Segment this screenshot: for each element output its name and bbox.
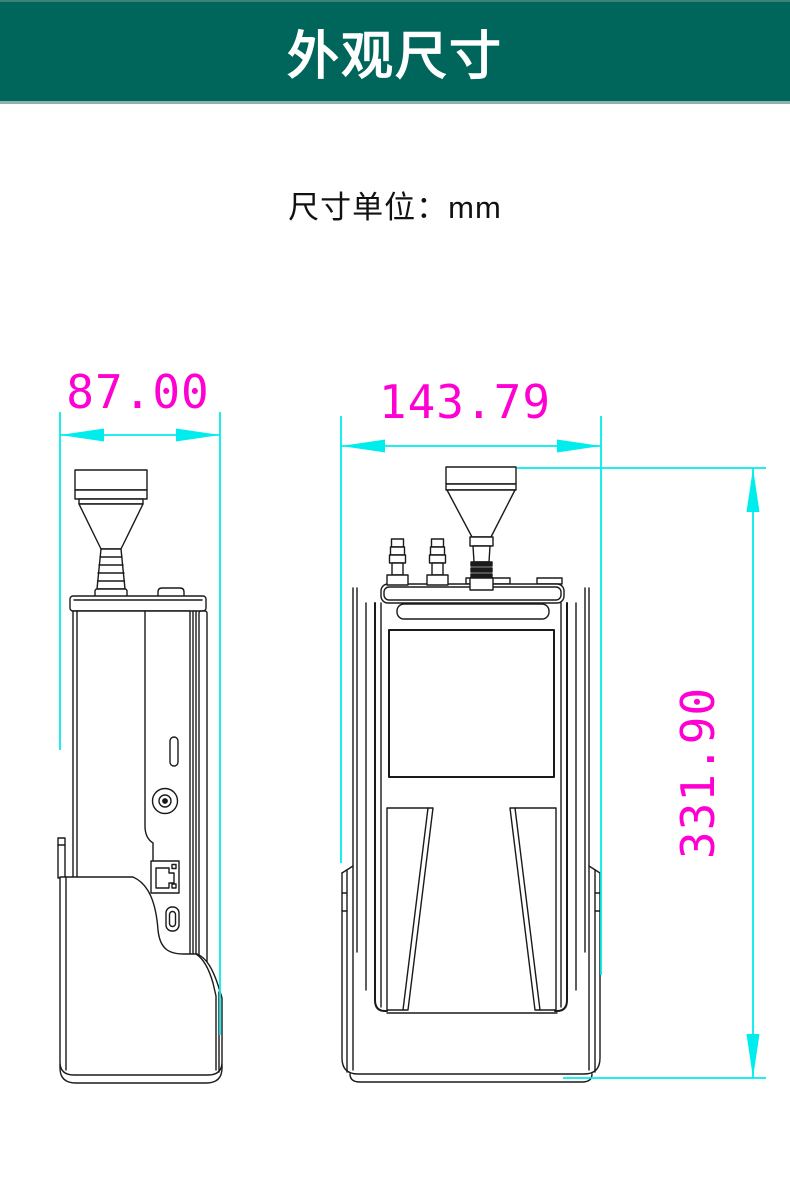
- side-funnel-inlet: [74, 469, 148, 601]
- dock-foot-line: [349, 1073, 593, 1083]
- dc-power-jack: [151, 787, 179, 815]
- side-view-drawing: [57, 469, 223, 1084]
- unit-note: 尺寸单位：mm: [288, 190, 502, 225]
- side-top-cap: [69, 587, 207, 612]
- ethernet-port: [150, 860, 180, 894]
- side-slot: [169, 736, 179, 767]
- front-funnel-inlet: [445, 466, 517, 591]
- usb-c-port: [165, 906, 180, 932]
- front-side-rails: [352, 587, 590, 1071]
- dimension-annotations: [59, 412, 766, 1079]
- dim-overall-height-label: 331.90: [671, 687, 725, 859]
- front-dock: [341, 865, 601, 1075]
- page-title: 外观尺寸: [286, 28, 503, 86]
- section-header: 外观尺寸: [0, 0, 790, 104]
- front-view-drawing: [341, 466, 601, 1083]
- dim-arrowheads: [60, 428, 760, 1078]
- dock-opening: [386, 807, 557, 1011]
- dim-overall-height: [517, 467, 766, 1079]
- display-screen: [388, 629, 555, 778]
- side-dock: [57, 837, 223, 1084]
- dim-side-width-label: 87.00: [66, 365, 209, 419]
- speaker-grille: [396, 603, 550, 620]
- dim-front-width-label: 143.79: [379, 375, 551, 429]
- dimension-labels: 87.00 143.79 331.90: [66, 365, 725, 859]
- hose-nozzle-right: [426, 538, 449, 586]
- hose-nozzle-left: [386, 538, 409, 586]
